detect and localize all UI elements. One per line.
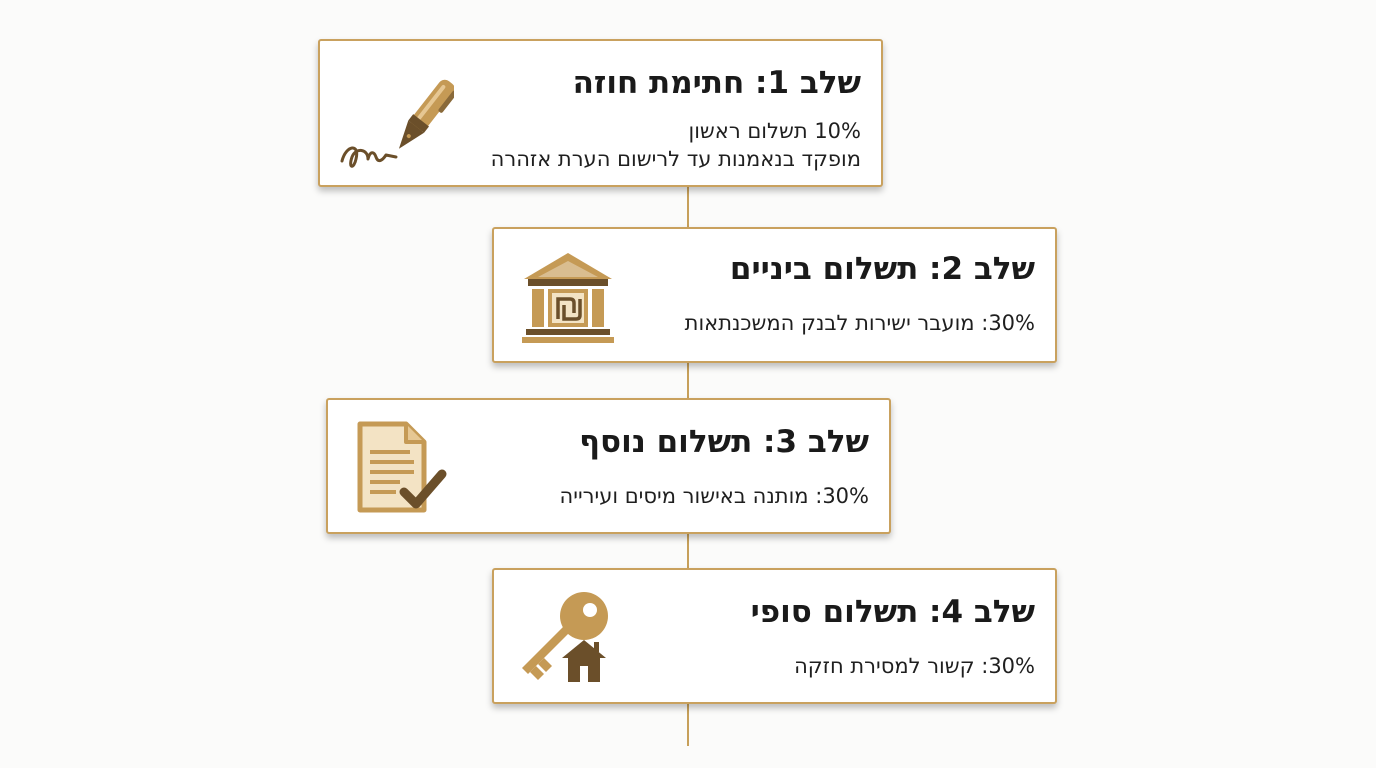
step-card-3: שלב 3: תשלום נוסף 30%: מותנה באישור מיסי… (326, 398, 891, 534)
document-check-icon (354, 418, 448, 518)
pen-signature-icon (334, 65, 454, 175)
step-title: שלב 1: חתימת חוזה (572, 65, 861, 101)
step-description: 30%: מותנה באישור מיסים ועירייה (559, 484, 869, 508)
step-description: מופקד בנאמנות עד לרישום הערת אזהרה (490, 147, 861, 171)
step-card-4: שלב 4: תשלום סופי 30%: קשור למסירת חזקה (492, 568, 1057, 704)
connector-line (687, 360, 689, 400)
step-card-1: שלב 1: חתימת חוזה 10% תשלום ראשון מופקד … (318, 39, 883, 187)
step-card-2: שלב 2: תשלום ביניים 30%: מועבר ישירות לב… (492, 227, 1057, 363)
key-house-icon (514, 588, 614, 688)
step-description: 30%: מועבר ישירות לבנק המשכנתאות (684, 311, 1035, 335)
step-title: שלב 2: תשלום ביניים (729, 251, 1035, 287)
bank-shekel-icon (520, 249, 616, 345)
step-title: שלב 3: תשלום נוסף (579, 424, 869, 460)
step-description: 30%: קשור למסירת חזקה (794, 654, 1035, 678)
step-description: 10% תשלום ראשון (688, 119, 861, 143)
step-title: שלב 4: תשלום סופי (750, 594, 1035, 630)
connector-line (687, 702, 689, 746)
connector-line (687, 531, 689, 571)
connector-line (687, 186, 689, 228)
